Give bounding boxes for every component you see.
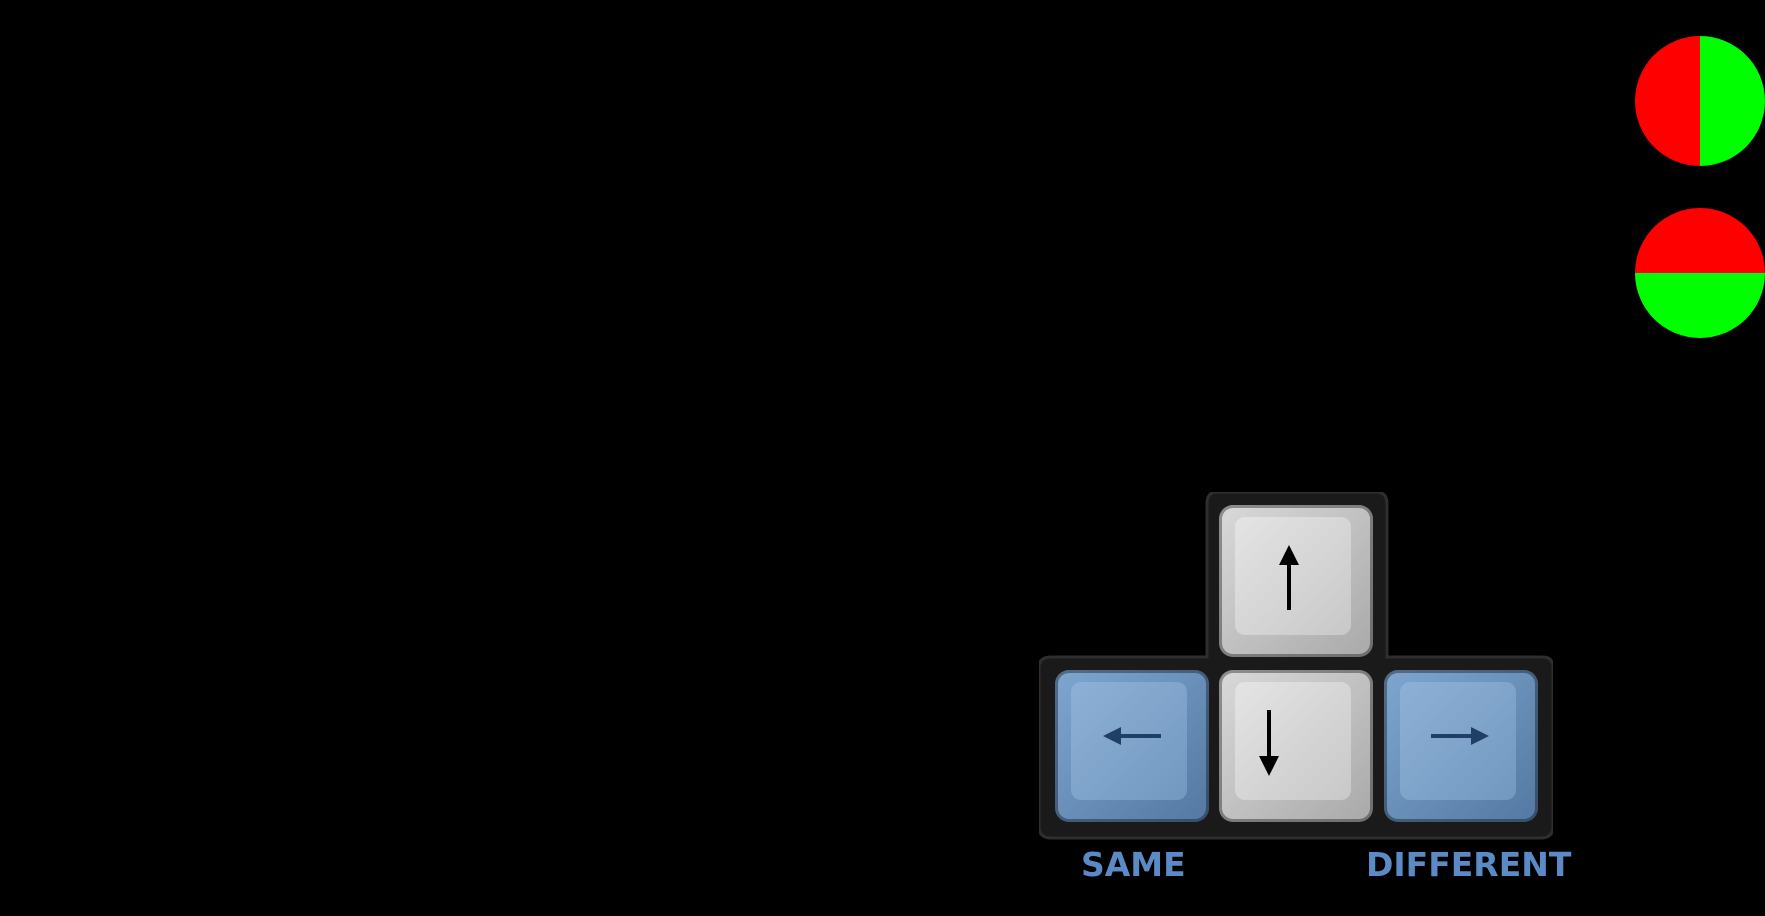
- circle-green-half: [1700, 36, 1765, 166]
- up-arrow-key[interactable]: [1219, 505, 1373, 657]
- arrow-left-icon: [1103, 727, 1161, 745]
- circle-red-half: [1635, 208, 1765, 273]
- circle-green-half: [1635, 273, 1765, 338]
- key-cap: [1400, 682, 1516, 800]
- left-arrow-key[interactable]: [1055, 670, 1209, 822]
- arrow-down-icon: [1259, 710, 1279, 776]
- circle-red-half: [1635, 36, 1700, 166]
- arrow-keys-cluster: [1039, 492, 1553, 840]
- key-cap: [1071, 682, 1187, 800]
- horizontal-split-circle: [1635, 208, 1765, 338]
- arrow-right-icon: [1431, 727, 1489, 745]
- vertical-split-circle: [1635, 36, 1765, 166]
- down-arrow-key[interactable]: [1219, 670, 1373, 822]
- key-cap: [1235, 682, 1351, 800]
- key-cap: [1235, 517, 1351, 635]
- arrow-up-icon: [1279, 545, 1299, 610]
- same-label: SAME: [1081, 845, 1186, 884]
- right-arrow-key[interactable]: [1384, 670, 1538, 822]
- different-label: DIFFERENT: [1366, 845, 1572, 884]
